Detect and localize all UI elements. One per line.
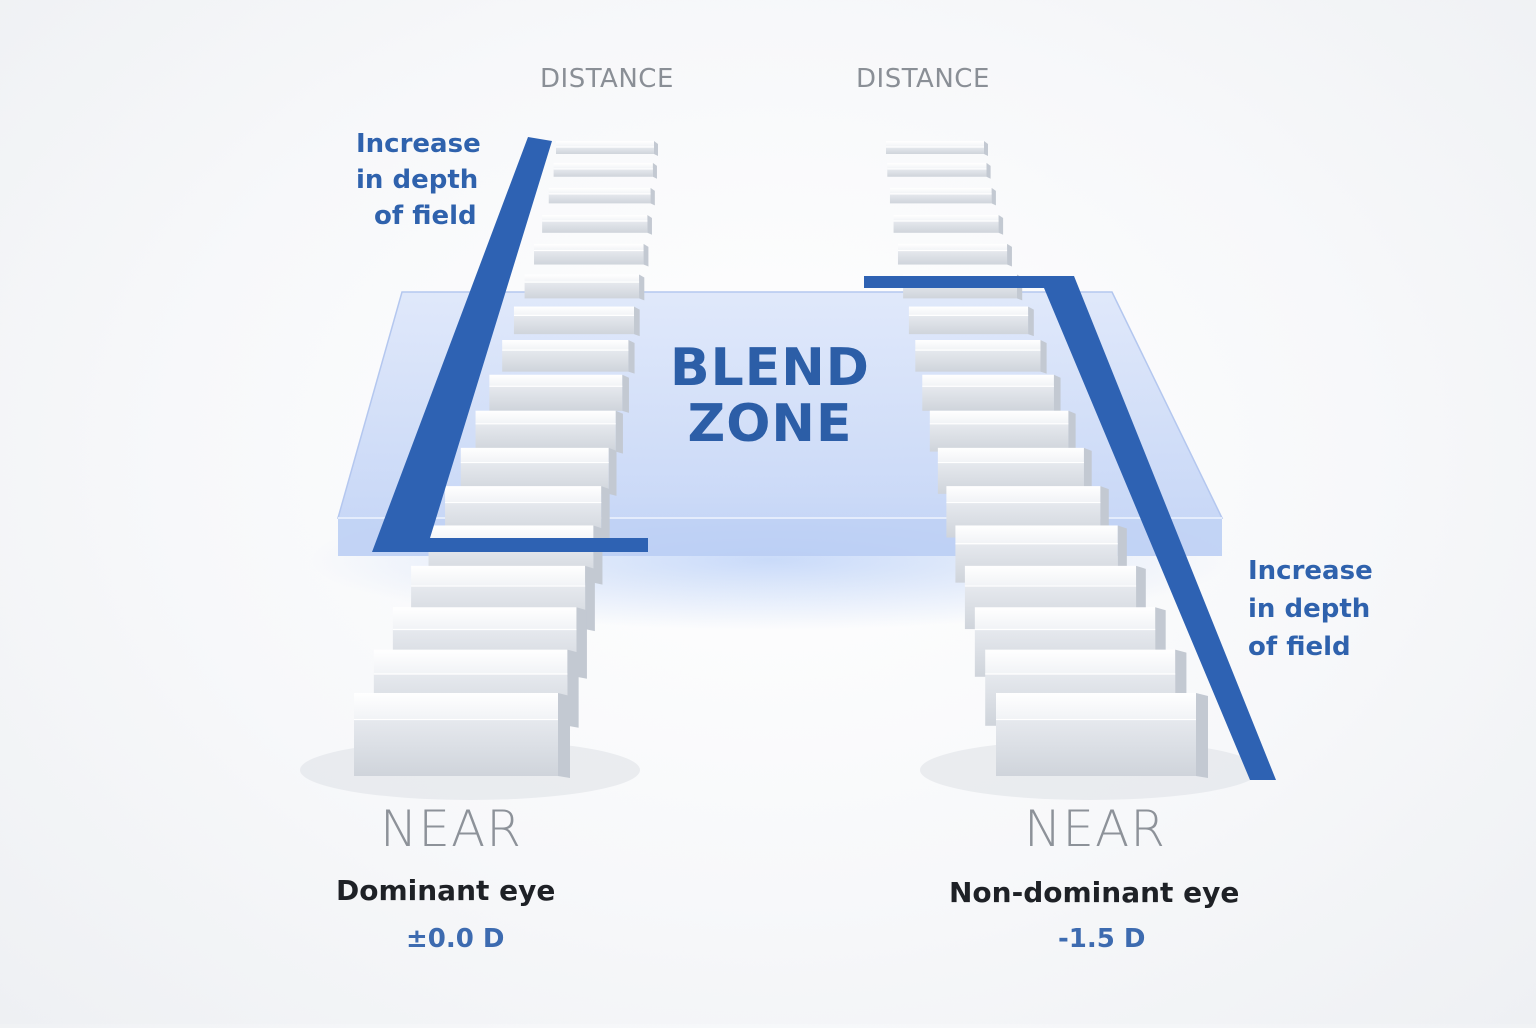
left-annotation-line-1: Increase — [356, 129, 481, 159]
right-staircase-step — [915, 340, 1047, 374]
right-annotation-line-3: of field — [1248, 632, 1351, 662]
right-depth-of-field-bar — [864, 276, 1276, 780]
left-staircase-step — [502, 340, 635, 374]
right-staircase-step — [929, 410, 1076, 454]
left-staircase-step — [489, 374, 629, 413]
right-staircase-step — [889, 187, 996, 206]
left-staircase-step — [556, 141, 658, 156]
left-staircase-step — [542, 214, 652, 235]
right-staircase-step — [897, 243, 1012, 267]
right-staircase-step — [908, 306, 1034, 337]
left-staircase-step — [524, 274, 645, 301]
left-staircase-step — [475, 410, 623, 454]
left-annotation-line-3: of field — [374, 201, 477, 231]
right-staircase-step — [922, 374, 1061, 413]
left-annotation-line-2: in depth — [356, 165, 479, 195]
non-dominant-eye-power: -1.5 D — [1058, 924, 1146, 954]
right-staircase-step — [886, 141, 988, 156]
right-annotation-line-1: Increase — [1248, 556, 1373, 586]
blend-zone-line-1: BLEND — [670, 338, 870, 398]
distance-label-right: DISTANCE — [856, 64, 990, 94]
dominant-eye-label: Dominant eye — [336, 874, 556, 907]
non-dominant-eye-label: Non-dominant eye — [949, 876, 1240, 909]
right-staircase-step — [887, 162, 991, 179]
near-label-left: NEAR — [380, 800, 522, 858]
left-depth-of-field-bar — [372, 137, 648, 552]
right-staircase-step — [893, 214, 1004, 235]
blend-zone-title: BLEND ZONE — [600, 340, 940, 452]
left-staircase — [354, 141, 658, 778]
right-annotation-line-2: in depth — [1248, 594, 1371, 624]
distance-label-left: DISTANCE — [540, 64, 674, 94]
right-staircase — [886, 141, 1208, 778]
dominant-eye-power: ±0.0 D — [406, 924, 505, 954]
left-depth-annotation: Increase in depth of field — [356, 126, 481, 234]
right-depth-annotation: Increase in depth of field — [1248, 552, 1373, 666]
right-staircase-step — [996, 693, 1208, 778]
near-label-right: NEAR — [1024, 800, 1166, 858]
blend-zone-line-2: ZONE — [687, 394, 853, 454]
left-staircase-step — [534, 243, 649, 267]
left-staircase-step — [513, 306, 640, 337]
left-staircase-step — [553, 162, 657, 179]
left-staircase-step — [548, 187, 655, 206]
left-staircase-step — [354, 693, 570, 778]
